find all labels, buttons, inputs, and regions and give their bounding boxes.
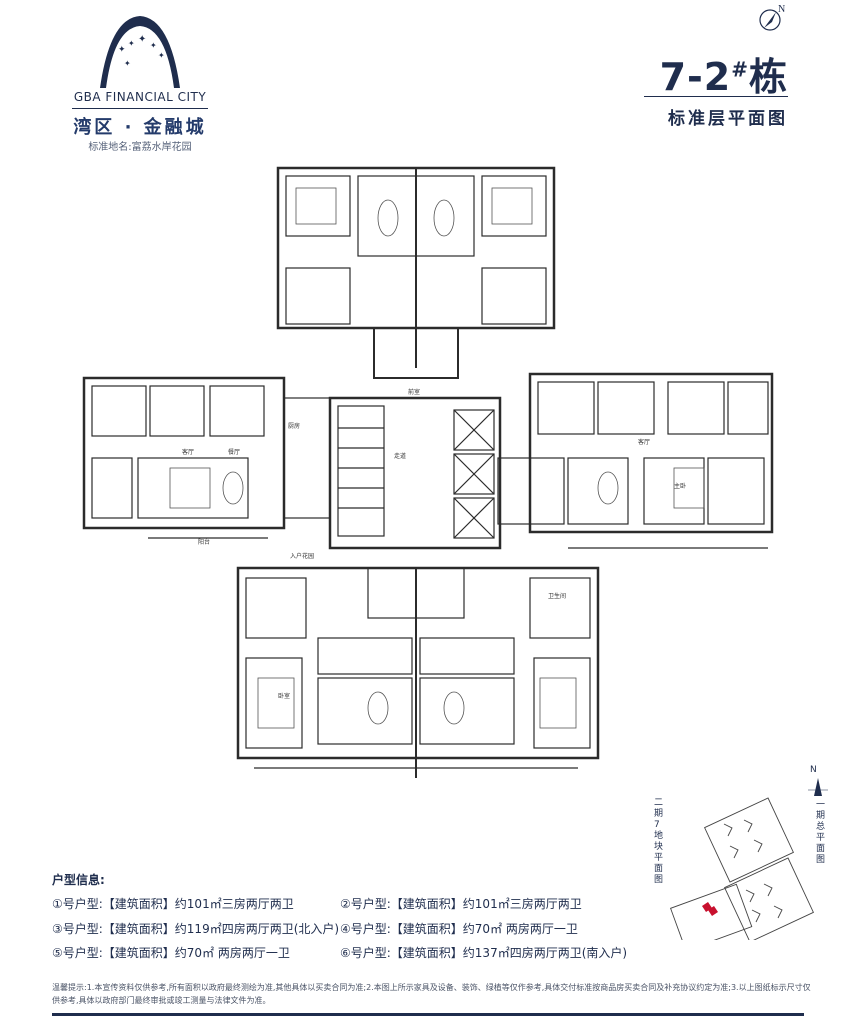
floor-plan: 走道 前室 客厅 餐厅 客厅 主卧 卧室 入户花园 阳台 厨房 卫生间 xyxy=(78,158,776,788)
building-sup: # xyxy=(731,57,749,82)
label-bed-bottom: 卧室 xyxy=(278,692,290,700)
label-balcony: 阳台 xyxy=(198,538,210,546)
sitemap-north-label: N xyxy=(810,765,817,775)
svg-text:✦: ✦ xyxy=(118,45,126,55)
svg-text:✦: ✦ xyxy=(138,34,146,45)
unit-info-item-3: ③号户型:【建筑面积】约119㎡四房两厅两卫(北入户) xyxy=(52,922,340,936)
label-lobby: 走道 xyxy=(394,452,406,460)
brand-logo: ✦ ✦ ✦ ✦ ✦ ✦ xyxy=(70,8,210,158)
svg-text:✦: ✦ xyxy=(150,41,157,50)
compass-north-label: N xyxy=(778,4,785,15)
building-title: 7-2#栋 xyxy=(660,46,788,101)
unit-info-title: 户型信息: xyxy=(52,873,105,887)
unit-info-item-6: ⑥号户型:【建筑面积】约137㎡四房两厅两卫(南入户) xyxy=(340,946,628,960)
unit-info-item-4: ④号户型:【建筑面积】约70㎡ 两房两厅一卫 xyxy=(340,922,578,936)
sitemap-label-right: 一期总平面图 xyxy=(816,800,826,865)
site-map: N xyxy=(654,760,834,952)
brand-divider xyxy=(72,108,208,109)
plan-subtitle: 标准层平面图 xyxy=(668,109,788,129)
label-bath: 卫生间 xyxy=(548,592,566,600)
unit-info-item-5: ⑤号户型:【建筑面积】约70㎡ 两房两厅一卫 xyxy=(52,946,290,960)
svg-text:✦: ✦ xyxy=(158,51,165,60)
label-master-right: 主卧 xyxy=(674,482,686,490)
unit-info-item-1: ①号户型:【建筑面积】约101㎡三房两厅两卫 xyxy=(52,897,294,911)
compass-icon: N xyxy=(759,4,785,31)
label-living-left: 客厅 xyxy=(182,448,194,456)
floor-plan-drawing: 走道 前室 客厅 餐厅 客厅 主卧 卧室 入户花园 阳台 厨房 卫生间 xyxy=(82,166,774,778)
compass: N xyxy=(748,0,798,36)
sitemap-label-left: 二期7地块平面图 xyxy=(654,798,664,885)
svg-text:✦: ✦ xyxy=(128,39,135,48)
sitemap-north-arrow-icon xyxy=(814,778,822,796)
brand-name-cn: 湾区 · 金融城 xyxy=(73,117,207,138)
logo-arch-icon: ✦ ✦ ✦ ✦ ✦ ✦ xyxy=(100,16,180,88)
label-living-right: 客厅 xyxy=(638,438,650,446)
site-map-drawing: N xyxy=(670,765,828,952)
brand-name-en: GBA FINANCIAL CITY xyxy=(73,90,207,104)
svg-text:✦: ✦ xyxy=(124,59,131,68)
brand-subtitle: 标准地名:富荔水岸花园 xyxy=(88,142,192,153)
label-entry: 入户花园 xyxy=(290,552,314,560)
disclaimer: 温馨提示:1.本宣传资料仅供参考,所有面积以政府最终测绘为准,其他具体以买卖合同… xyxy=(52,983,811,1005)
building-suffix: 栋 xyxy=(748,55,788,99)
label-kitchen: 厨房 xyxy=(288,422,300,430)
bottom-divider xyxy=(52,1013,804,1016)
building-number: 7-2 xyxy=(659,55,732,99)
label-dining-left: 餐厅 xyxy=(228,448,240,456)
label-hall: 前室 xyxy=(408,388,420,396)
title-divider xyxy=(644,96,788,97)
unit-info-item-2: ②号户型:【建筑面积】约101㎡三房两厅两卫 xyxy=(340,897,582,911)
current-building-marker xyxy=(702,902,718,916)
